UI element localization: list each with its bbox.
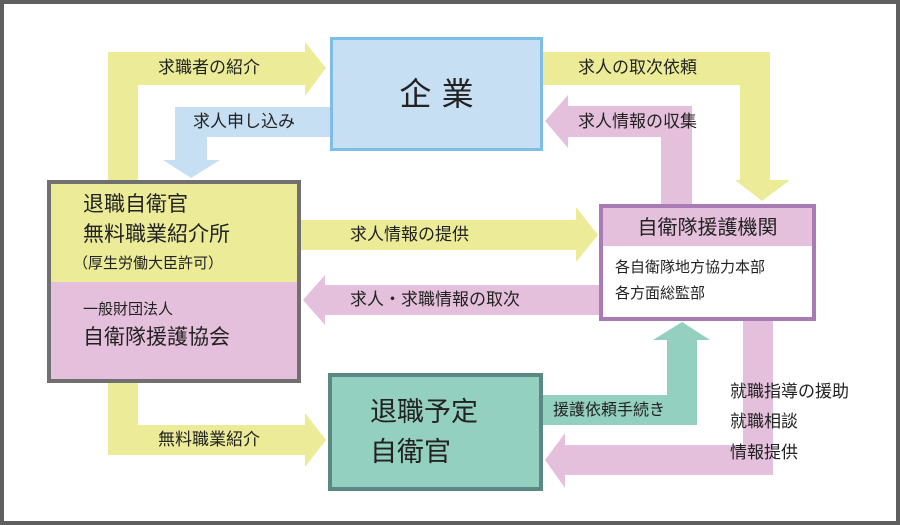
support-agency-header: 自衛隊援護機関 — [603, 208, 812, 246]
placement-office-line2: 無料職業紹介所 — [83, 222, 230, 246]
arrow-support-request — [542, 322, 710, 425]
placement-office-header: 退職自衛官 無料職業紹介所 （厚生労働大臣許可） — [51, 184, 297, 282]
arrow-job-info-collection — [545, 95, 692, 206]
label-service-info: 情報提供 — [730, 443, 798, 463]
placement-office-org-name: 自衛隊援護協会 — [83, 325, 230, 349]
arrow-free-placement — [108, 381, 326, 467]
label-job-info-collection: 求人情報の収集 — [578, 112, 697, 132]
label-job-info-provision: 求人情報の提供 — [350, 225, 469, 245]
label-service-consultation: 就職相談 — [730, 412, 798, 432]
label-job-seeker-intro: 求職者の紹介 — [158, 58, 260, 78]
placement-office-license: （厚生労働大臣許可） — [73, 254, 224, 272]
arrow-job-seeker-intro — [108, 42, 326, 182]
company-label: 企 業 — [399, 75, 474, 113]
retiring-line2: 自衛官 — [370, 437, 451, 468]
support-agency-line2: 各方面総監部 — [615, 284, 706, 302]
arrow-job-info-relay — [303, 275, 600, 325]
support-agency-title: 自衛隊援護機関 — [637, 215, 778, 239]
label-job-info-relay: 求人・求職情報の取次 — [350, 290, 520, 310]
placement-office-box: 退職自衛官 無料職業紹介所 （厚生労働大臣許可） 一般財団法人 自衛隊援護協会 — [47, 180, 301, 383]
placement-office-org-type: 一般財団法人 — [83, 300, 174, 318]
support-agency-box: 自衛隊援護機関 各自衛隊地方協力本部 各方面総監部 — [599, 204, 816, 321]
label-service-guidance: 就職指導の援助 — [730, 382, 849, 402]
label-job-application: 求人申し込み — [193, 112, 295, 132]
retiring-line1: 退職予定 — [370, 397, 478, 428]
retiring-personnel-box: 退職予定 自衛官 — [328, 373, 543, 491]
placement-office-line1: 退職自衛官 — [83, 192, 188, 216]
arrow-job-application — [163, 107, 332, 178]
label-free-placement: 無料職業紹介 — [158, 430, 260, 450]
label-support-request: 援護依頼手続き — [553, 400, 666, 419]
support-agency-line1: 各自衛隊地方協力本部 — [615, 258, 766, 276]
arrow-job-info-provision — [300, 207, 598, 262]
arrow-job-referral-request — [542, 52, 790, 201]
company-box: 企 業 — [330, 37, 543, 151]
label-job-referral-request: 求人の取次依頼 — [578, 58, 697, 78]
arrow-services — [545, 320, 773, 488]
